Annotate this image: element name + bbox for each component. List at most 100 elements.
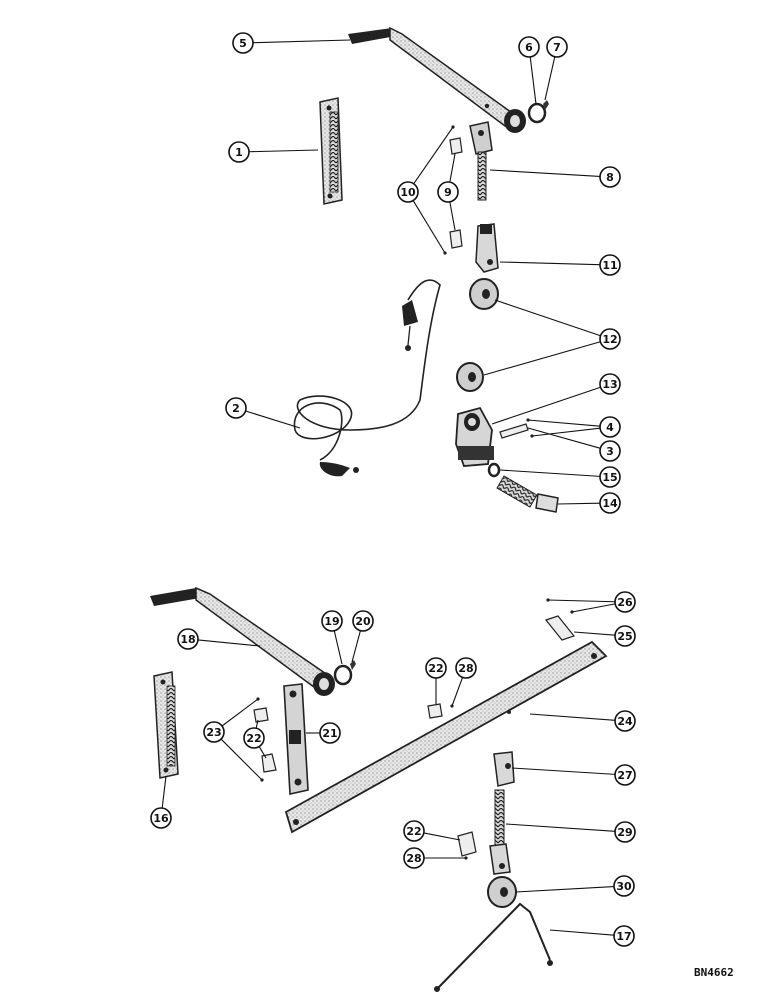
callout-8: 8 — [599, 166, 621, 188]
callout-number: 10 — [400, 186, 416, 199]
callout-23: 23 — [203, 721, 225, 743]
callout-22: 22 — [403, 820, 425, 842]
callout-number: 25 — [617, 630, 632, 643]
callout-number: 23 — [206, 726, 221, 739]
callout-circle — [546, 36, 568, 58]
hand-lever-part-5 — [348, 26, 526, 133]
leader-line-17-1 — [549, 929, 615, 936]
callout-circle — [425, 657, 447, 679]
callout-7: 7 — [546, 36, 568, 58]
callout-number: 16 — [153, 812, 169, 825]
callout-number: 11 — [602, 259, 617, 272]
leader-line-19-1 — [333, 630, 343, 665]
callout-number: 21 — [322, 727, 337, 740]
callout-circle — [403, 820, 425, 842]
leader-line-13-1 — [491, 386, 601, 425]
callout-circle — [243, 727, 265, 749]
leader-line-10-2 — [412, 200, 446, 254]
callout-number: 26 — [617, 596, 633, 609]
leader-line-26-2 — [571, 603, 616, 613]
callout-number: 9 — [444, 186, 452, 199]
pin-part-9-lower — [449, 229, 463, 249]
callout-number: 2 — [232, 402, 240, 415]
leader-line-4-1 — [527, 419, 601, 427]
callout-26: 26 — [614, 591, 636, 613]
callout-22: 22 — [243, 727, 265, 749]
leader-line-16-1 — [161, 775, 167, 809]
leader-line-12-2 — [483, 341, 601, 376]
callout-number: 17 — [616, 930, 631, 943]
callout-number: 13 — [602, 378, 617, 391]
callout-number: 14 — [602, 497, 618, 510]
callout-3: 3 — [599, 440, 621, 462]
callout-6: 6 — [518, 36, 540, 58]
callout-25: 25 — [614, 625, 636, 647]
leader-line-22-2 — [258, 746, 267, 759]
callout-20: 20 — [352, 610, 374, 632]
callout-19: 19 — [321, 610, 343, 632]
spring-rod-part-17 — [434, 902, 553, 992]
leader-line-28-1 — [451, 677, 464, 707]
leader-line-11-1 — [499, 261, 601, 266]
callout-number: 22 — [246, 732, 261, 745]
callout-circle — [614, 764, 636, 786]
leader-line-9-2 — [449, 201, 456, 231]
callout-circle — [614, 821, 636, 843]
roller-part-12-lower — [456, 362, 484, 392]
pin-part-3 — [499, 423, 529, 439]
cotter-pin-part-7 — [543, 100, 549, 110]
bar-part-24 — [284, 640, 608, 834]
callout-13: 13 — [599, 373, 621, 395]
leader-line-3-1 — [527, 427, 601, 449]
callout-number: 4 — [606, 421, 614, 434]
callout-circle — [352, 610, 374, 632]
callout-circle — [599, 492, 621, 514]
callout-4: 4 — [599, 416, 621, 438]
callout-17: 17 — [613, 925, 635, 947]
callout-circle — [614, 625, 636, 647]
callout-circle — [203, 721, 225, 743]
callout-circle — [614, 710, 636, 732]
callout-circle — [455, 657, 477, 679]
callout-number: 6 — [525, 41, 533, 54]
leader-line-23-1 — [221, 698, 259, 727]
pin-part-22-upper — [253, 707, 269, 723]
callout-12: 12 — [599, 328, 621, 350]
callout-circle — [232, 32, 254, 54]
callout-number: 28 — [406, 852, 421, 865]
leader-lines — [161, 39, 616, 936]
washer-part-19 — [333, 664, 353, 686]
callout-number: 18 — [180, 633, 195, 646]
pin-part-22-lower — [261, 753, 277, 773]
leader-line-20-1 — [351, 630, 361, 663]
leader-line-4-2 — [531, 427, 601, 437]
leader-line-30-1 — [515, 886, 615, 893]
yoke-part-27 — [493, 751, 515, 787]
callout-27: 27 — [614, 764, 636, 786]
callout-28: 28 — [455, 657, 477, 679]
pin-part-9-upper — [449, 137, 463, 155]
callout-30: 30 — [613, 875, 635, 897]
leader-line-27-1 — [511, 767, 616, 775]
callout-14: 14 — [599, 492, 621, 514]
leader-line-6-1 — [529, 56, 537, 105]
callout-circle — [177, 628, 199, 650]
callout-number: 27 — [617, 769, 632, 782]
leader-line-9-1 — [449, 153, 456, 183]
roller-part-12-upper — [469, 278, 499, 310]
callout-circle — [228, 141, 250, 163]
callout-circle — [599, 166, 621, 188]
callout-number: 30 — [616, 880, 632, 893]
leader-line-1-1 — [248, 149, 319, 153]
callout-circle — [599, 373, 621, 395]
callout-2: 2 — [225, 397, 247, 419]
link-part-21 — [283, 683, 309, 795]
cable-part-2 — [293, 279, 441, 477]
leader-line-14-1 — [557, 502, 601, 505]
leader-line-29-1 — [505, 823, 616, 832]
callout-22: 22 — [425, 657, 447, 679]
snap-ring-part-15 — [487, 462, 501, 478]
leader-line-8-1 — [489, 169, 601, 177]
leader-line-15-1 — [499, 469, 601, 477]
